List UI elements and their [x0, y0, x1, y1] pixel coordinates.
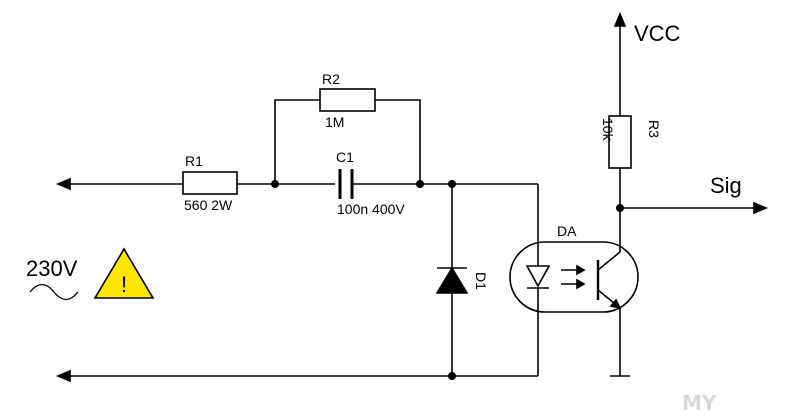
resistor-r1: [182, 171, 238, 195]
diode-d1-triangle: [435, 266, 469, 294]
watermark: MY: [682, 391, 717, 415]
junction-dot: [271, 180, 279, 188]
junction-dot: [616, 204, 624, 212]
warning-exclamation: !: [121, 272, 127, 297]
junction-dot: [448, 180, 456, 188]
bottom-input-arrow: [55, 369, 71, 383]
warning-icon: !: [93, 247, 155, 299]
sig-arrow: [753, 201, 769, 215]
phototransistor-collector: [597, 251, 621, 271]
resistor-r2: [319, 88, 376, 112]
top-input-arrow: [55, 177, 71, 191]
r2-ref-label: R2: [322, 71, 340, 87]
r3-ref-label: R3: [646, 120, 662, 138]
ac-sine-icon: [29, 283, 79, 301]
wire-r2-branch: [274, 99, 320, 184]
r1-value-label: 560 2W: [184, 197, 233, 213]
optocoupler-package: [509, 241, 639, 313]
c1-value-label: 100n 400V: [337, 201, 405, 217]
junction-dot: [416, 180, 424, 188]
wire-r2-return: [375, 99, 421, 184]
sig-label: Sig: [710, 173, 742, 198]
junction-dot: [448, 372, 456, 380]
vcc-label: VCC: [634, 21, 681, 46]
r1-ref-label: R1: [185, 153, 203, 169]
vcc-arrow: [613, 11, 627, 27]
r3-value-label: 10k: [600, 118, 616, 142]
mains-voltage-label: 230V: [26, 256, 78, 281]
d1-ref-label: D1: [473, 272, 489, 290]
opto-led-triangle: [525, 265, 551, 288]
opto-ref-label: DA: [557, 223, 577, 239]
c1-ref-label: C1: [336, 149, 354, 165]
r2-value-label: 1M: [325, 114, 344, 130]
